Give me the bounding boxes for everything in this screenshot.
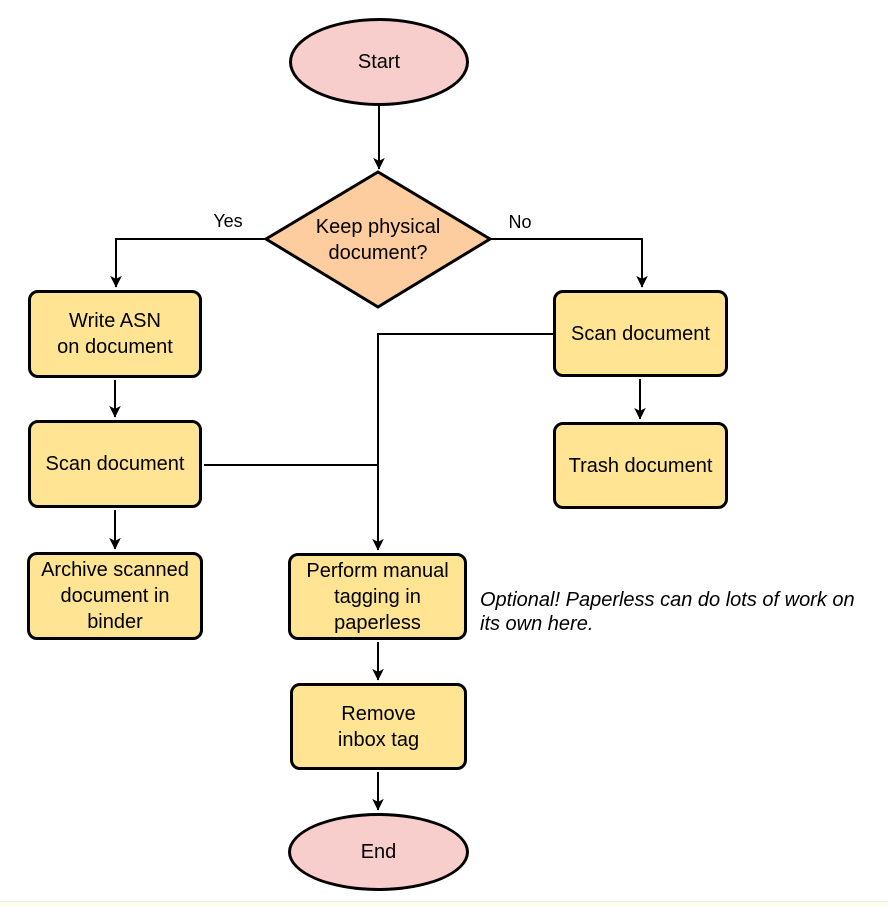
write-asn-label: Write ASN on document — [57, 310, 173, 358]
remove-inbox-tag-node: Remove inbox tag — [290, 683, 467, 770]
bottom-edge-strip — [0, 901, 888, 907]
archive-label: Archive scanned document in binder — [41, 559, 189, 633]
start-label: Start — [357, 51, 401, 73]
trash-document-node: Trash document — [553, 422, 728, 509]
edge-decision-no-to-scan-right — [490, 238, 648, 288]
decision-label-text: Keep physical document? — [315, 216, 441, 264]
yes-edge-label: Yes — [213, 211, 243, 231]
write-asn-node: Write ASN on document — [28, 290, 202, 378]
edge-scan-right-to-tagging — [372, 333, 553, 551]
manual-tagging-label: Perform manual tagging in paperless — [306, 559, 449, 634]
archive-node: Archive scanned document in binder — [27, 552, 203, 640]
decision-diamond-shape — [263, 170, 493, 309]
end-label: End — [360, 841, 397, 863]
scan-document-right-node: Scan document — [553, 290, 728, 377]
decision-node-label: Keep physical document? — [278, 213, 478, 267]
no-edge-label: No — [508, 212, 532, 232]
scan-document-left-label: Scan document — [45, 453, 185, 475]
manual-tagging-node: Perform manual tagging in paperless — [288, 553, 467, 640]
edge-decision-yes-to-write-asn — [110, 238, 266, 288]
optional-annotation: Optional! Paperless can do lots of work … — [480, 589, 855, 635]
end-node: End — [288, 813, 469, 891]
scan-document-left-node: Scan document — [28, 420, 202, 508]
remove-inbox-tag-label: Remove inbox tag — [337, 702, 420, 751]
scan-document-right-label: Scan document — [571, 322, 710, 345]
trash-document-label: Trash document — [568, 454, 713, 477]
start-node: Start — [289, 18, 469, 106]
